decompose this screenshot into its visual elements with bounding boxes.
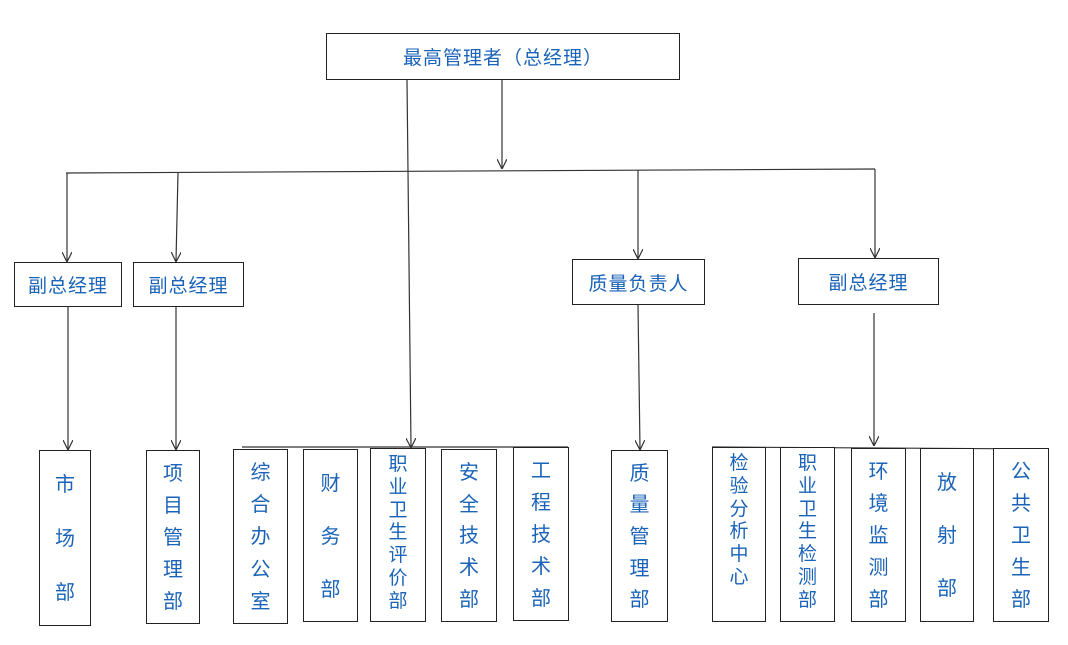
dept-label-char: 管	[163, 525, 183, 549]
dept-label-char: 放	[937, 469, 957, 494]
dept-finance: 财务部财务部	[303, 449, 358, 622]
dept-label-char: 测	[797, 565, 817, 588]
dept-quality-management: 质量管理部质量管理部	[611, 450, 668, 622]
dept-label-char: 公	[1011, 459, 1031, 483]
dept-label-char: 管	[629, 523, 650, 548]
dept-environment-monitoring: 环境监测部环境监测部	[851, 448, 906, 622]
dept-label-char: 中	[729, 543, 749, 566]
dept-label-char: 生	[797, 520, 817, 543]
dept-label-char: 评	[388, 544, 408, 567]
dept-label-char: 心	[729, 565, 749, 588]
dept-occupational-eval: 职业卫生评价部职业卫生评价部	[370, 448, 426, 622]
dept-label-char: 部	[868, 587, 889, 611]
dept-public-health: 公共卫生部公共卫生部	[993, 448, 1049, 622]
dept-label-char: 检	[729, 452, 749, 474]
dept-label-char: 全	[459, 491, 479, 516]
dept-label-char: 部	[629, 587, 650, 612]
dept-engineering-tech: 工程技术部工程技术部	[513, 447, 569, 621]
dept-safety-tech: 安全技术部安全技术部	[441, 449, 497, 622]
dept-market: 市场部市场部	[39, 450, 91, 626]
dept-label-char: 部	[55, 580, 75, 604]
dept-label-char: 安	[459, 459, 479, 484]
dept-label-char: 卫	[388, 498, 408, 521]
dept-label-char: 分	[729, 497, 749, 520]
dept-label-char: 监	[868, 523, 889, 547]
dept-label-char: 部	[937, 576, 957, 601]
dept-label-char: 验	[729, 474, 749, 497]
dept-label-char: 射	[937, 522, 957, 547]
dept-label-char: 职	[797, 452, 817, 474]
top-manager-box: 最高管理者（总经理）	[326, 33, 680, 80]
manager-box-3: 副总经理	[798, 258, 939, 305]
dept-label-char: 场	[55, 526, 75, 550]
dept-label-char: 理	[629, 555, 650, 580]
dept-label-char: 综	[250, 460, 271, 485]
dept-label-char: 卫	[797, 497, 817, 520]
dept-label-char: 公	[250, 556, 271, 581]
connector-main-bar	[65, 168, 876, 174]
dept-general-office: 综合办公室综合办公室	[233, 449, 288, 624]
dept-label-char: 市	[55, 472, 75, 496]
dept-label-char: 工	[531, 458, 551, 482]
quality-lead-label: 质量负责人	[588, 272, 689, 295]
dept-label-char: 室	[250, 588, 271, 613]
dept-label-char: 业	[797, 474, 817, 497]
dept-label-char: 价	[388, 566, 408, 589]
dept-label-char: 职	[388, 453, 408, 475]
manager-box-1: 副总经理	[14, 262, 122, 307]
dept-label-char: 务	[320, 523, 341, 548]
dept-label-char: 境	[868, 491, 889, 515]
dept-label-char: 部	[388, 589, 408, 612]
dept-label-char: 生	[1011, 555, 1031, 579]
dept-label-char: 财	[320, 470, 341, 495]
dept-label-char: 合	[250, 492, 271, 517]
dept-testing-center: 检验分析中心检验分析中心	[712, 447, 766, 622]
dept-label-char: 术	[459, 555, 479, 580]
dept-label-char: 术	[531, 554, 551, 578]
dept-label-char: 办	[250, 524, 271, 549]
connector-top-to-occupational	[407, 79, 411, 447]
manager-label-2: 副总经理	[148, 275, 229, 297]
dept-label-char: 技	[531, 522, 551, 546]
dept-label-char: 卫	[1011, 523, 1031, 547]
dept-project: 项目管理部项目管理部	[146, 450, 200, 624]
dept-label-char: 理	[163, 557, 183, 581]
dept-label-char: 部	[163, 589, 183, 613]
dept-label-char: 技	[459, 523, 479, 548]
dept-radiation: 放射部放射部	[920, 448, 974, 622]
dept-label-char: 质	[629, 460, 650, 485]
dept-label-char: 生	[388, 521, 408, 544]
dept-occupational-testing: 职业卫生检测部职业卫生检测部	[780, 447, 835, 622]
dept-label-char: 部	[797, 588, 817, 611]
dept-label-char: 部	[531, 586, 551, 610]
dept-label-char: 部	[320, 576, 341, 601]
manager-box-2: 副总经理	[133, 262, 244, 307]
connector-quality-to-qm	[638, 304, 640, 449]
dept-label-char: 部	[1011, 587, 1031, 611]
quality-lead-box: 质量负责人	[572, 259, 705, 305]
manager-label-3: 副总经理	[828, 272, 909, 294]
top-manager-label: 最高管理者（总经理）	[402, 47, 603, 69]
dept-label-char: 量	[629, 492, 650, 517]
dept-label-char: 部	[459, 587, 479, 612]
dept-label-char: 业	[388, 475, 408, 498]
manager-label-1: 副总经理	[27, 275, 108, 297]
dept-label-char: 项	[163, 461, 183, 485]
connector-to-manager-2	[176, 172, 178, 261]
dept-label-char: 测	[868, 555, 889, 579]
dept-label-char: 环	[868, 459, 889, 483]
dept-label-char: 程	[531, 490, 551, 514]
dept-label-char: 目	[163, 493, 183, 517]
dept-label-char: 析	[729, 520, 749, 543]
dept-label-char: 共	[1011, 491, 1031, 515]
dept-label-char: 检	[797, 543, 817, 566]
